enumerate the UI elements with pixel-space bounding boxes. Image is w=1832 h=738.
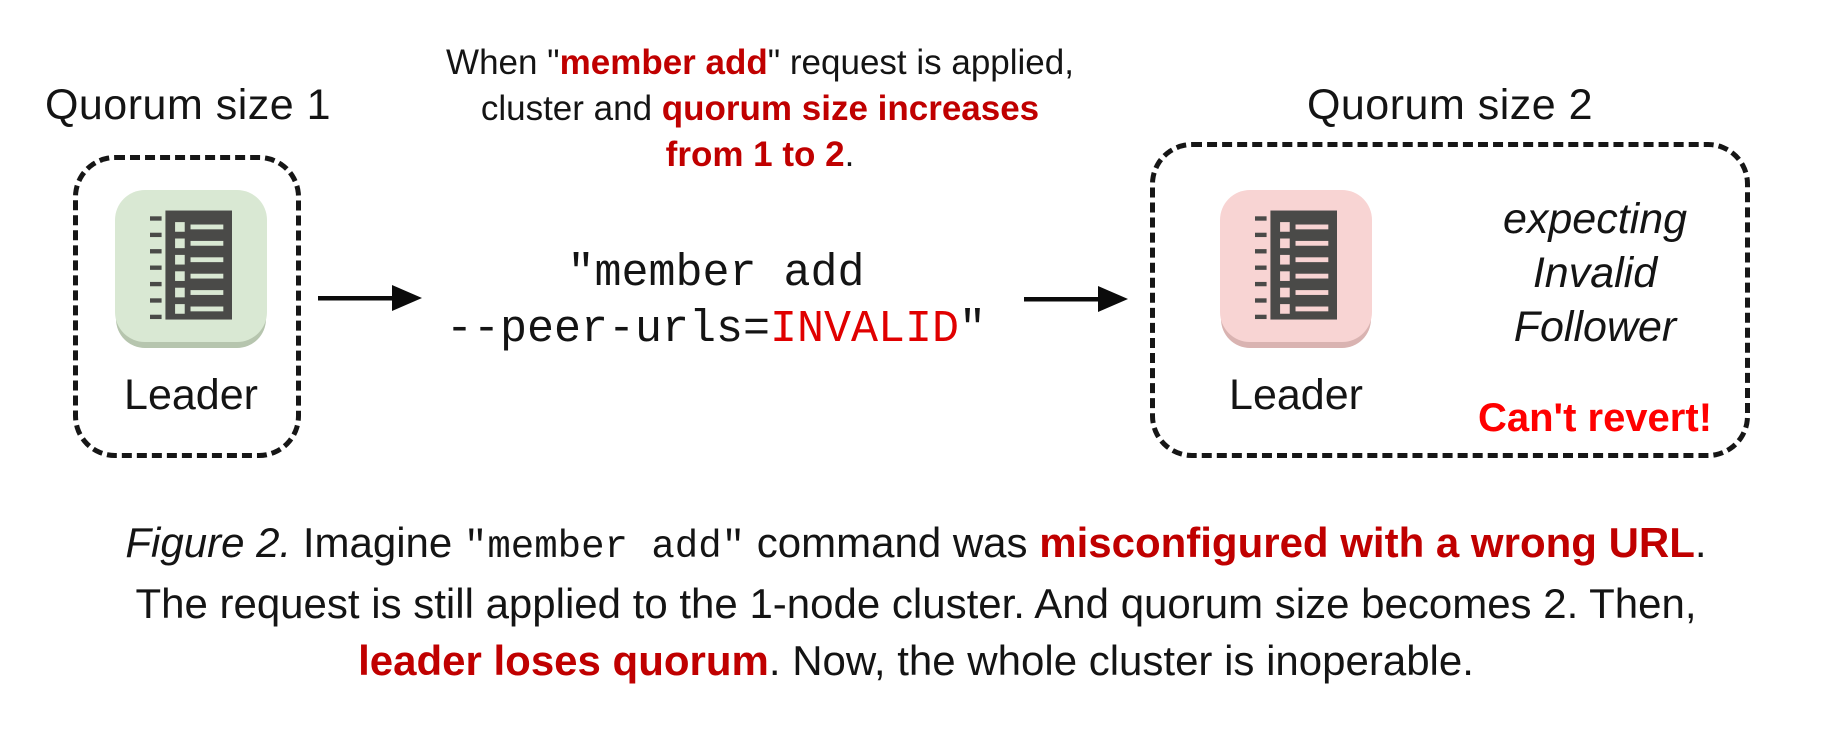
caption-text: . — [1694, 519, 1707, 566]
arrow-right-icon — [1024, 286, 1128, 312]
caption-line-2: The request is still applied to the 1-no… — [135, 580, 1697, 627]
right-cluster-box — [1150, 142, 1750, 458]
caption-text: command was — [745, 519, 1040, 566]
top-note-highlight: member add — [559, 43, 768, 82]
figure-number: Figure 2. — [125, 519, 292, 566]
leader-node-green — [115, 190, 267, 342]
top-note-highlight: quorum size increases — [661, 89, 1040, 128]
caption-line-3: leader loses quorum. Now, the whole clus… — [10, 632, 1822, 689]
caption-highlight: leader loses quorum — [358, 637, 769, 684]
caption-line-1: Figure 2. Imagine "member add" command w… — [10, 514, 1822, 575]
top-note: When "member add" request is applied, cl… — [390, 40, 1130, 178]
top-note-text: . — [844, 135, 855, 174]
caption-highlight: misconfigured with a wrong URL — [1039, 519, 1695, 566]
top-note-text: cluster and — [480, 89, 662, 128]
command-line-1: "member add — [567, 248, 865, 299]
command-invalid-value: INVALID — [770, 304, 960, 355]
top-note-text: When " — [446, 43, 560, 82]
top-note-highlight: from 1 to 2 — [665, 135, 845, 174]
left-cluster-title: Quorum size 1 — [44, 81, 332, 129]
raft-log-icon — [1255, 210, 1337, 320]
top-note-line-2: cluster and quorum size increases — [390, 86, 1130, 132]
leader-node-pink — [1220, 190, 1372, 342]
right-cluster-title: Quorum size 2 — [1306, 81, 1594, 129]
expecting-line: Invalid — [1532, 249, 1658, 297]
arrow-left-icon — [318, 285, 422, 311]
figure-caption: Figure 2. Imagine "member add" command w… — [10, 514, 1822, 689]
command-flag: --peer-urls= — [445, 304, 770, 355]
top-note-line-1: When "member add" request is applied, — [390, 40, 1130, 86]
expecting-follower-note: expecting Invalid Follower — [1440, 192, 1750, 354]
cant-revert-warning: Can't revert! — [1477, 396, 1713, 440]
expecting-line: Follower — [1513, 303, 1677, 351]
caption-text: Imagine — [291, 519, 464, 566]
member-add-command: "member add --peer-urls=INVALID" — [416, 246, 1016, 358]
command-line-2: --peer-urls=INVALID" — [416, 302, 1016, 358]
top-note-line-3: from 1 to 2. — [390, 132, 1130, 178]
right-leader-label: Leader — [1229, 371, 1363, 419]
caption-code: "member add" — [463, 524, 746, 569]
raft-log-icon — [150, 210, 232, 320]
left-cluster-box — [73, 155, 301, 458]
expecting-line: expecting — [1502, 195, 1688, 243]
caption-text: . Now, the whole cluster is inoperable. — [768, 637, 1474, 684]
command-quote: " — [959, 304, 987, 355]
top-note-text: " request is applied, — [767, 43, 1074, 82]
left-leader-label: Leader — [124, 371, 258, 419]
